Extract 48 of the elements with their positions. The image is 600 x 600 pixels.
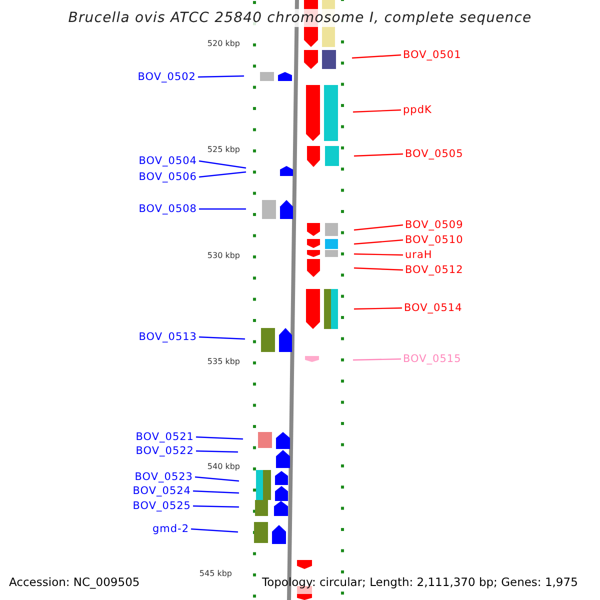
leader-line [352, 358, 402, 361]
gene-label: BOV_0521 [136, 432, 194, 442]
scale-label: 535 kbp [207, 358, 240, 366]
scale-label: 540 kbp [207, 463, 240, 471]
leader-line [198, 171, 246, 178]
scale-label: 520 kbp [207, 40, 240, 48]
gene-label: BOV_0502 [138, 72, 196, 82]
gene-label: BOV_0513 [138, 332, 197, 342]
gene-label: gmd-2 [152, 524, 189, 534]
leader-line [190, 528, 238, 533]
gene-label: BOV_0512 [405, 264, 464, 276]
gene-label: uraH [405, 250, 432, 260]
gene-label: BOV_0505 [405, 148, 464, 160]
leader-line [354, 267, 404, 271]
gene-label: BOV_0510 [405, 234, 464, 246]
scale-label: 545 kbp [199, 570, 232, 578]
leader-line [352, 54, 402, 59]
info-text: Topology: circular; Length: 2,111,370 bp; Genes: 1,975 [262, 577, 578, 588]
gene-label: BOV_0514 [404, 302, 462, 314]
gene-label: BOV_0515 [403, 354, 462, 364]
gene-label: BOV_0509 [405, 220, 464, 230]
leader-line [192, 505, 240, 508]
leader-line [196, 436, 244, 440]
gene-label: BOV_0525 [132, 500, 191, 512]
gene-label: ppdK [403, 104, 432, 116]
leader-line [354, 307, 402, 310]
gene-label: BOV_0524 [132, 486, 191, 496]
leader-line [354, 253, 404, 256]
gene-label: BOV_0522 [136, 446, 194, 456]
gene-label: BOV_0523 [134, 472, 193, 482]
scale-label: 525 kbp [207, 146, 240, 154]
leader-line [198, 75, 244, 78]
leader-line [198, 160, 246, 169]
gene-label: BOV_0506 [138, 172, 197, 182]
leader-line [199, 208, 246, 210]
info-text: Accession: NC_009505 [9, 577, 140, 588]
leader-line [196, 450, 238, 453]
leader-line [352, 109, 402, 113]
gene-label: BOV_0508 [138, 204, 197, 214]
gene-label: BOV_0504 [138, 156, 197, 166]
leader-line [354, 224, 404, 231]
leader-line [354, 239, 404, 245]
leader-line [194, 476, 240, 482]
leader-line [354, 153, 404, 157]
gene-label: BOV_0501 [403, 50, 462, 60]
leader-line [198, 336, 246, 340]
leader-line [192, 490, 240, 494]
scale-label: 530 kbp [207, 252, 240, 260]
